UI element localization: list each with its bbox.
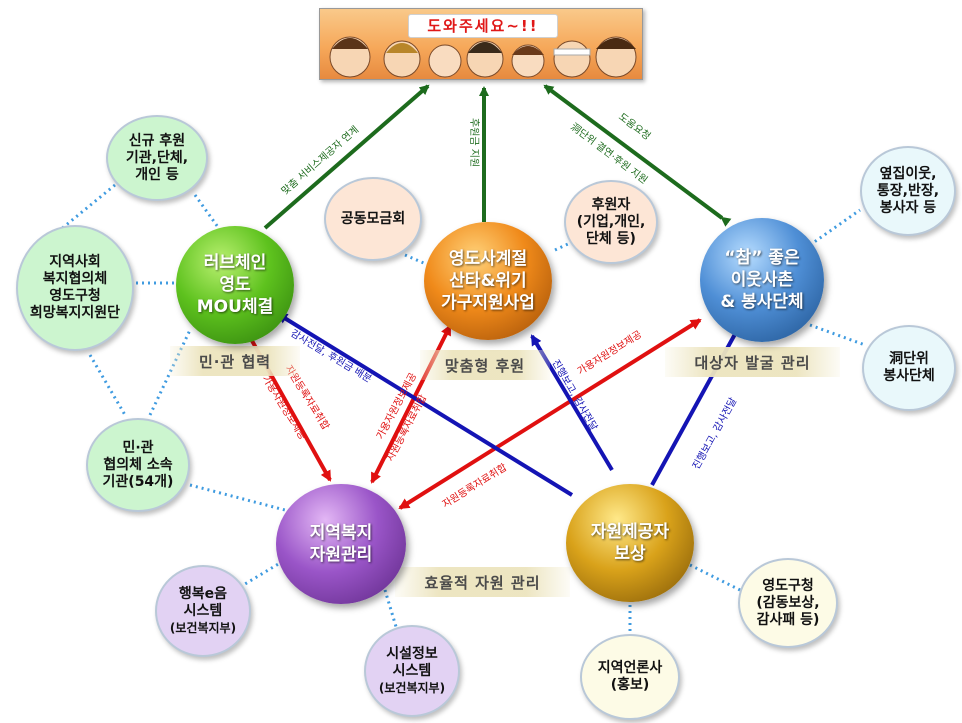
hub-neighbors: “참” 좋은 이웃사촌 & 봉사단체 xyxy=(700,218,824,342)
arrow-provider-lovechain xyxy=(276,312,574,497)
connector-minkwan-welfare xyxy=(189,483,286,512)
sat-happy-e-line3: (보건복지부) xyxy=(169,620,237,635)
sat-dong-unit-line1: 洞단위 xyxy=(889,351,929,367)
sat-fundraising: 공동모금회 xyxy=(324,177,422,261)
connector-next-door xyxy=(809,208,861,247)
sat-minkwan-line3: 기관(54개) xyxy=(102,473,174,490)
connector-ring-1 xyxy=(59,183,116,232)
hub-provider: 자원제공자 보상 xyxy=(566,484,694,602)
connector-ring-2 xyxy=(88,354,127,416)
hub-winter-line2: 산타&위기 xyxy=(449,271,527,291)
sat-local-press-line1: 지역언론사 xyxy=(597,660,663,676)
sat-facility-info-line1: 시설정보 xyxy=(386,645,438,662)
sat-new-sponsor: 신규 후원 기관,단체, 개인 등 xyxy=(106,115,208,201)
connector-sponsor xyxy=(554,241,571,252)
sat-sponsor-line2: (기업,개인, xyxy=(576,213,646,230)
hub-love-chain-line3: MOU체결 xyxy=(196,297,274,317)
banner-illustration xyxy=(329,36,637,78)
sat-minkwan: 민·관 협의체 소속 기관(54개) xyxy=(86,418,190,512)
connector-dong-unit xyxy=(809,323,866,347)
sat-happy-e: 행복e음 시스템 (보건복지부) xyxy=(155,565,251,657)
hub-neighbors-line3: & 봉사단체 xyxy=(720,292,804,312)
sat-community-line2: 복지협의체 xyxy=(42,271,108,287)
hub-neighbors-line2: 이웃사촌 xyxy=(730,270,794,290)
green-arrows xyxy=(263,84,732,230)
sat-dong-unit: 洞단위 봉사단체 xyxy=(862,325,956,411)
sat-happy-e-line2: 시스템 xyxy=(183,602,223,619)
label-help-request: 도움요청 xyxy=(616,111,653,143)
sat-happy-e-line1: 행복e음 xyxy=(178,585,228,602)
label-available-info-3: 가용자원정보제공 xyxy=(575,328,644,377)
hub-provider-line2: 보상 xyxy=(614,544,646,564)
sat-community-line3: 영도구청 xyxy=(49,288,101,304)
sat-minkwan-line1: 민·관 xyxy=(122,439,154,456)
band-discovery: 대상자 발굴 관리 xyxy=(665,347,840,377)
hub-provider-line1: 자원제공자 xyxy=(590,522,670,542)
sat-facility-info-line2: 시스템 xyxy=(392,662,432,679)
help-banner: 도와주세요~!! xyxy=(319,8,643,80)
label-progress-gratitude-2: 진행보고, 감사전달 xyxy=(690,396,739,472)
connector-district xyxy=(689,563,741,592)
sat-next-door: 옆집이웃, 통장,반장, 봉사자 등 xyxy=(860,146,956,236)
sat-district-office-line2: (감동보상, xyxy=(756,594,820,611)
hub-welfare-line2: 자원관리 xyxy=(309,545,373,565)
hub-welfare-line1: 지역복지 xyxy=(309,523,373,543)
hub-love-chain-line2: 영도 xyxy=(219,275,251,295)
sat-sponsor-line3: 단체 등) xyxy=(586,230,636,247)
arrow-neighbors-welfare xyxy=(398,318,702,510)
sat-new-sponsor-line2: 기관,단체, xyxy=(125,149,189,166)
connector-new-sponsor xyxy=(193,194,222,231)
arrow-lovechain-banner xyxy=(263,84,430,230)
sat-district-office-line1: 영도구청 xyxy=(762,577,814,594)
blue-arrows xyxy=(276,312,742,497)
sat-community-line1: 지역사회 xyxy=(49,254,101,270)
band-cooperation: 민·관 협력 xyxy=(170,346,300,376)
label-gratitude-delivery: 감사전달, 후원금 배분 xyxy=(288,327,373,385)
sat-next-door-line3: 봉사자 등 xyxy=(879,199,937,216)
hub-winter: 영도사계절 산타&위기 가구지원사업 xyxy=(424,222,552,340)
sat-next-door-line2: 통장,반장, xyxy=(876,182,940,199)
sat-community: 지역사회 복지협의체 영도구청 희망복지지원단 xyxy=(16,225,134,351)
sat-facility-info: 시설정보 시스템 (보건복지부) xyxy=(364,625,460,717)
hub-neighbors-line1: “참” 좋은 xyxy=(724,248,800,268)
hub-love-chain: 러브체인 영도 MOU체결 xyxy=(176,226,294,344)
sat-dong-unit-line2: 봉사단체 xyxy=(883,368,935,384)
hub-welfare: 지역복지 자원관리 xyxy=(276,484,406,604)
band-custom-support: 맞춤형 후원 xyxy=(420,350,550,380)
hub-winter-line3: 가구지원사업 xyxy=(441,293,535,313)
hub-winter-line1: 영도사계절 xyxy=(448,249,528,269)
sat-sponsor: 후원자 (기업,개인, 단체 등) xyxy=(564,180,658,264)
connector-happy-e xyxy=(234,558,286,592)
band-efficient: 효율적 자원 관리 xyxy=(395,567,570,597)
sat-minkwan-line2: 협의체 소속 xyxy=(103,456,173,473)
label-sponsor-support: 후원금 지원 xyxy=(468,118,480,167)
sat-district-office-line3: 감사패 등) xyxy=(756,611,820,628)
banner-text: 도와주세요~!! xyxy=(408,14,558,38)
hub-love-chain-line1: 러브체인 xyxy=(203,253,267,273)
sat-next-door-line1: 옆집이웃, xyxy=(879,165,937,182)
sat-local-press: 지역언론사 (홍보) xyxy=(580,634,680,720)
sat-local-press-line2: (홍보) xyxy=(610,677,650,693)
sat-fundraising-line1: 공동모금회 xyxy=(340,210,406,227)
sat-new-sponsor-line1: 신규 후원 xyxy=(128,132,186,149)
arrow-neighbors-banner xyxy=(543,84,732,227)
sat-community-line4: 희망복지지원단 xyxy=(29,305,121,321)
sat-sponsor-line1: 후원자 xyxy=(591,196,631,213)
sat-district-office: 영도구청 (감동보상, 감사패 등) xyxy=(738,558,838,648)
sat-facility-info-line3: (보건복지부) xyxy=(378,680,446,695)
connector-minkwan-lovechain xyxy=(148,329,192,416)
sat-new-sponsor-line3: 개인 등 xyxy=(135,166,179,183)
label-register-collect-3: 자원등록자료취합 xyxy=(440,461,509,510)
